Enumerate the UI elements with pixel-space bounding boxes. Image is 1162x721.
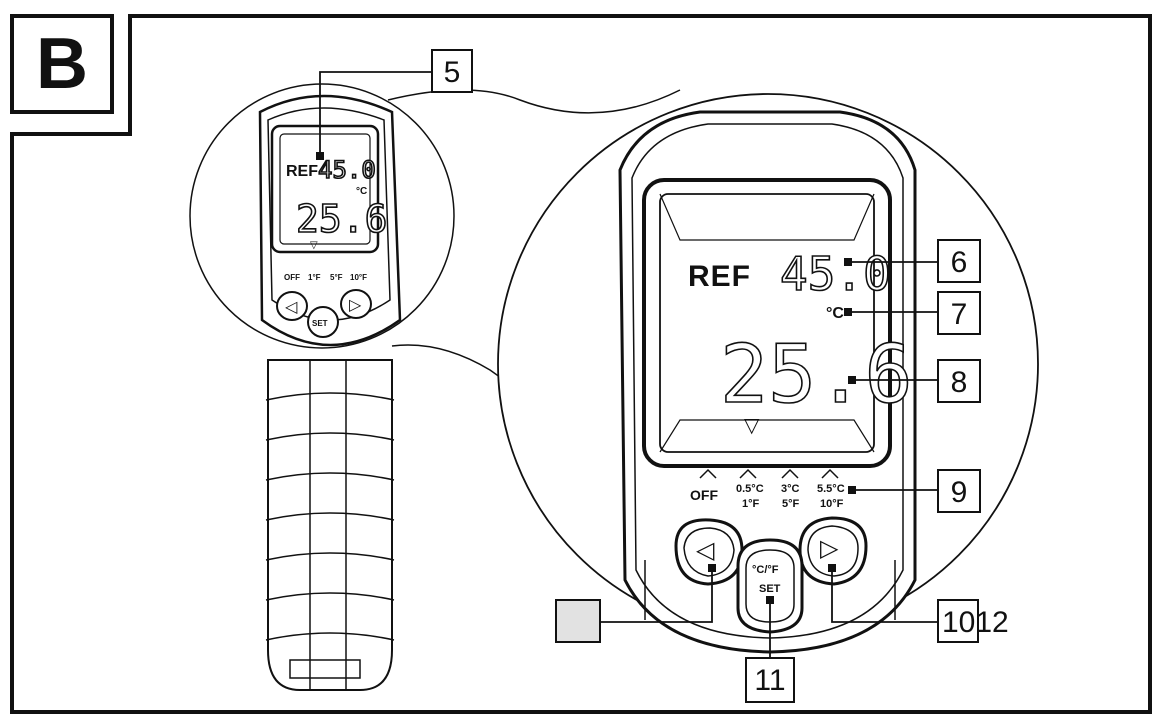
small-unit: °C: [356, 186, 367, 197]
handle: [267, 359, 393, 691]
scale-2: 3°C: [781, 483, 800, 495]
small-marker: ▽: [310, 240, 318, 251]
right-arrow-button[interactable]: ▷: [798, 516, 868, 586]
unit-set-button[interactable]: °C/°F SET: [736, 538, 804, 634]
right-arrow-icon: ▷: [820, 534, 839, 562]
panel-letter: B: [36, 24, 88, 104]
ref-label: REF: [688, 260, 751, 293]
small-ref-label: REF: [286, 163, 318, 180]
leader-5: [319, 71, 432, 156]
callout-6-text: 6: [951, 246, 968, 279]
scale-3: 5.5°C: [817, 483, 845, 495]
scale-1: 0.5°C: [736, 483, 764, 495]
small-right-button[interactable]: ▷: [340, 289, 372, 319]
small-scale-1: 1°F: [308, 273, 321, 282]
callout-9-text: 9: [951, 476, 968, 509]
callout-8: 8: [937, 359, 981, 403]
callout-11: 11: [745, 657, 795, 703]
unit-symbol: °C: [826, 305, 844, 322]
small-left-icon: ◁: [284, 297, 298, 316]
set-label: SET: [759, 583, 781, 595]
scale-3b: 10°F: [820, 498, 844, 510]
temperature-reading: 25.6: [720, 328, 913, 421]
zoom-view: REF 45.0 °C 25.6 ▽ OFF 0.5°C 1°F 3°C 5°F…: [497, 93, 1039, 654]
left-arrow-icon: ◁: [696, 536, 715, 564]
unit-toggle-label: °C/°F: [752, 564, 779, 576]
callout-7: 7: [937, 291, 981, 335]
small-ref-value: 45.0: [318, 156, 376, 184]
large-screen: [659, 193, 875, 453]
small-right-icon: ▷: [349, 295, 362, 314]
left-arrow-button[interactable]: ◁: [674, 518, 744, 586]
scale-1b: 1°F: [742, 498, 760, 510]
zoom-circle-small: [189, 83, 455, 349]
callout-8-text: 8: [951, 366, 968, 399]
callout-11-text: 11: [754, 664, 785, 697]
small-set-label: SET: [312, 319, 328, 328]
callout-5-text: 5: [444, 56, 461, 89]
battery-latch: [289, 659, 361, 679]
small-reading: 25.6: [296, 197, 388, 241]
ref-value: 45.0: [780, 247, 891, 301]
small-set-button[interactable]: SET: [307, 306, 339, 338]
measurement-marker: ▽: [744, 413, 760, 437]
small-scale-0: OFF: [284, 273, 300, 282]
callout-9: 9: [937, 469, 981, 513]
leader-unlabeled: [600, 568, 713, 623]
leader-10-12: [831, 568, 938, 623]
callout-5: 5: [431, 49, 473, 93]
scale-2b: 5°F: [782, 498, 800, 510]
callout-6: 6: [937, 239, 981, 283]
callout-10-12-text: 1012: [942, 606, 1009, 639]
scale-ticks: [699, 468, 839, 479]
small-left-button[interactable]: ◁: [276, 291, 308, 321]
panel-letter-box: [10, 14, 114, 114]
callout-unlabeled: [555, 599, 601, 643]
zoom-line-top: [387, 89, 681, 114]
frame: [10, 14, 1152, 714]
small-scale-3: 10°F: [350, 273, 367, 282]
small-thermometer: REF 45.0 °C 25.6 ▽ OFF 1°F 5°F 10°F ◁ ▷ …: [189, 83, 455, 691]
small-scale-2: 5°F: [330, 273, 343, 282]
callout-7-text: 7: [951, 298, 968, 331]
callout-10-12: 1012: [937, 599, 1009, 643]
large-head-inner: [631, 123, 904, 639]
scale-off: OFF: [690, 487, 718, 503]
small-screen: [270, 124, 380, 254]
